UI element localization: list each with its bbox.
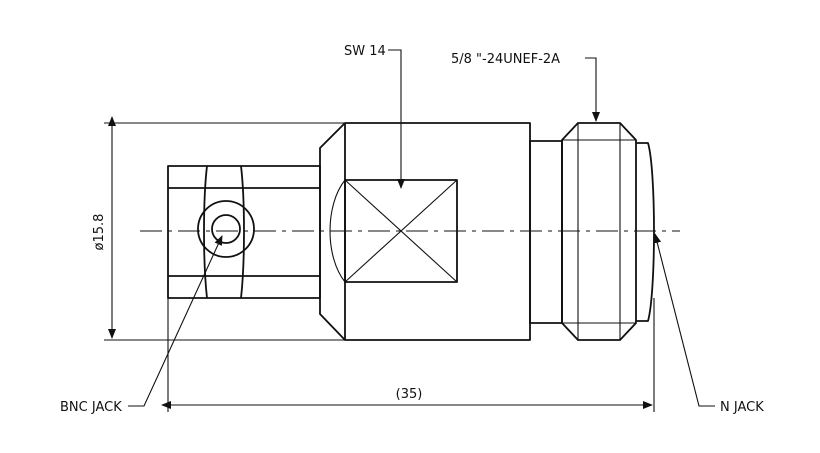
n-jack-leader	[653, 233, 715, 407]
diameter-label: ø15.8	[92, 214, 107, 251]
bnc-jack-label: BNC JACK	[60, 400, 122, 415]
n-jack-label: N JACK	[720, 400, 764, 415]
bnc-jack-leader	[128, 235, 223, 407]
length-label: (35)	[396, 387, 423, 402]
diameter-dimension	[104, 116, 345, 341]
n-jack-body	[529, 122, 655, 341]
wrench-size-label: SW 14	[344, 44, 386, 59]
thread-spec-label: 5/8 "-24UNEF-2A	[451, 52, 560, 67]
wrench-size-leader	[388, 49, 405, 189]
bnc-jack-body	[167, 165, 321, 299]
thread-spec-leader	[585, 57, 600, 122]
